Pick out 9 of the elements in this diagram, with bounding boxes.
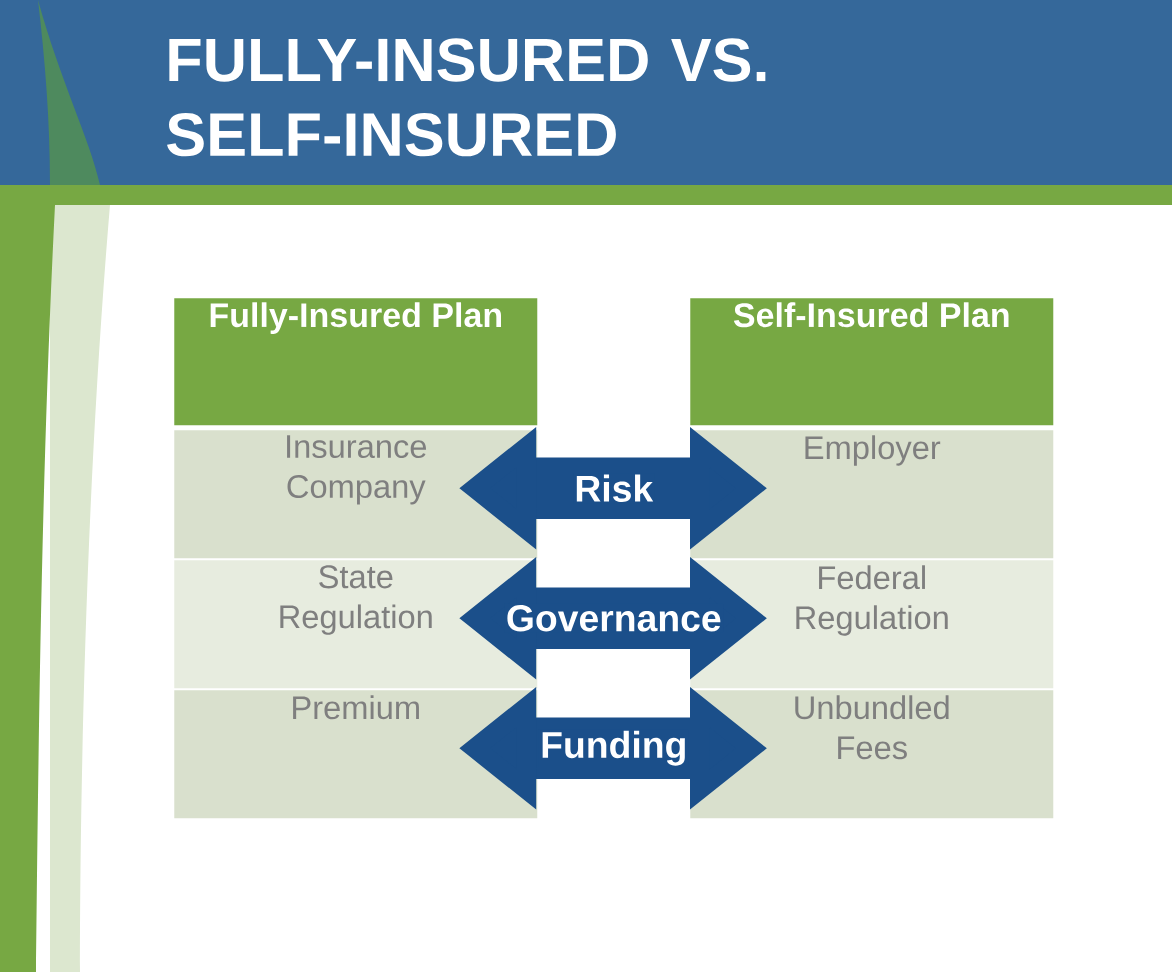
slide-title: FULLY-INSURED VS. SELF-INSURED: [167, 38, 766, 157]
table-cell: Unbundled Fees: [690, 690, 1054, 819]
table-cell: Premium: [174, 690, 538, 819]
header-cell: Fully-Insured Plan: [174, 298, 538, 426]
edge-label: Risk: [573, 473, 655, 504]
edge-label: Funding: [538, 729, 689, 768]
header-cell: Self-Insured Plan: [690, 298, 1054, 426]
table-cell: Insurance Company: [174, 430, 538, 559]
table-cell: Employer: [690, 430, 1054, 559]
